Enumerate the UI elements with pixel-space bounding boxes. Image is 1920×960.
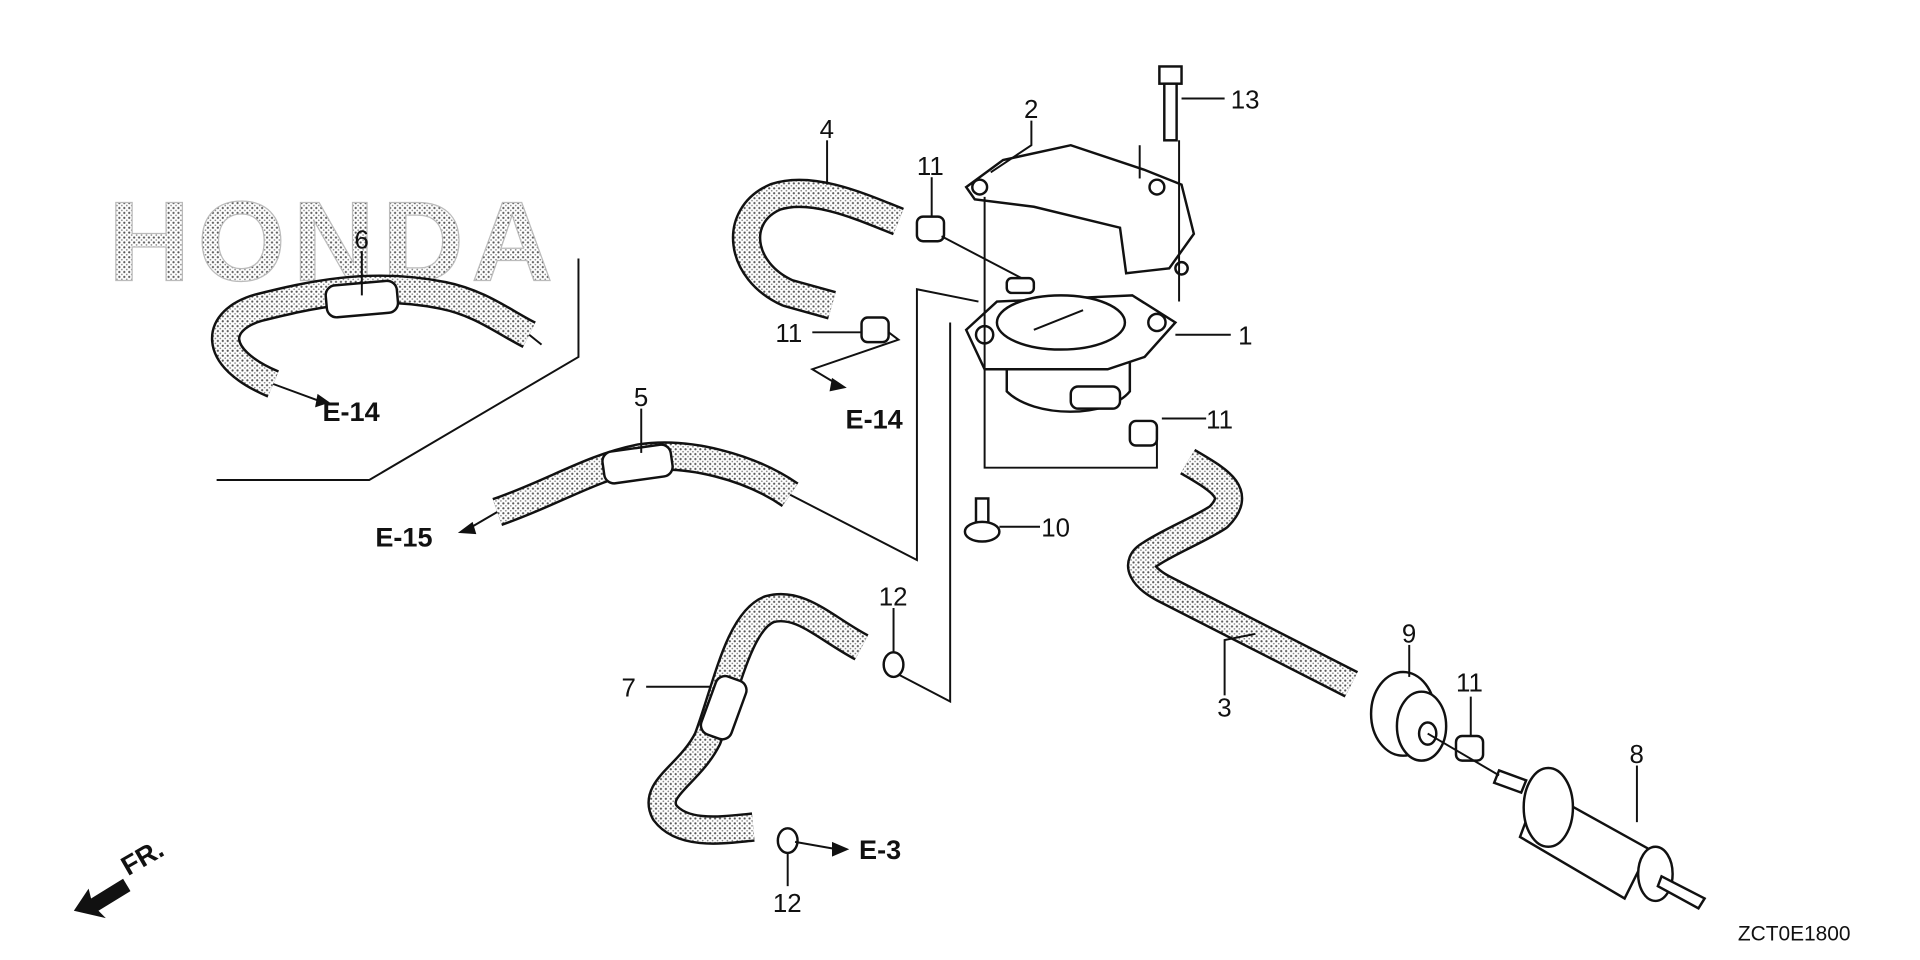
part-label-11: 11 — [1206, 406, 1233, 434]
bolt-13 — [1158, 65, 1183, 142]
inset-border — [216, 258, 580, 481]
part-label-11: 11 — [775, 320, 802, 348]
reference-e14[interactable]: E-14 — [322, 396, 379, 427]
part-label-3: 3 — [1217, 694, 1231, 722]
part-label-11: 11 — [1456, 670, 1483, 698]
part-label-12: 12 — [773, 890, 802, 918]
front-indicator: FR. — [115, 833, 168, 882]
honda-watermark: HONDA — [108, 178, 560, 305]
part-label-4: 4 — [820, 116, 834, 144]
reference-e14[interactable]: E-14 — [846, 403, 903, 434]
diagram-code: ZCT0E1800 — [1738, 922, 1851, 945]
hose-clip-12 — [776, 651, 905, 855]
hose-4 — [731, 178, 904, 320]
front-arrow-icon: FR. — [73, 833, 169, 919]
bolt-10 — [963, 497, 1001, 543]
part-label-12: 12 — [879, 584, 908, 612]
hose-6 — [210, 274, 537, 398]
hose-3 — [1127, 448, 1359, 698]
grommet-9 — [1369, 670, 1448, 762]
part-label-10: 10 — [1041, 515, 1070, 543]
reference-e3[interactable]: E-3 — [859, 834, 901, 865]
hose-5 — [492, 441, 799, 526]
reference-e15[interactable]: E-15 — [375, 521, 432, 552]
part-label-8: 8 — [1630, 741, 1644, 769]
part-label-7: 7 — [622, 675, 636, 703]
part-label-1: 1 — [1238, 323, 1252, 351]
hose-7 — [647, 592, 869, 845]
part-label-5: 5 — [634, 384, 648, 412]
fuel-pump-1 — [964, 276, 1178, 413]
bracket-2 — [964, 143, 1196, 276]
part-label-11: 11 — [917, 153, 944, 181]
part-label-2: 2 — [1024, 96, 1038, 124]
part-label-6: 6 — [354, 227, 368, 255]
part-label-13: 13 — [1231, 86, 1260, 114]
part-label-9: 9 — [1402, 620, 1416, 648]
fuel-filter-8 — [1492, 766, 1707, 910]
